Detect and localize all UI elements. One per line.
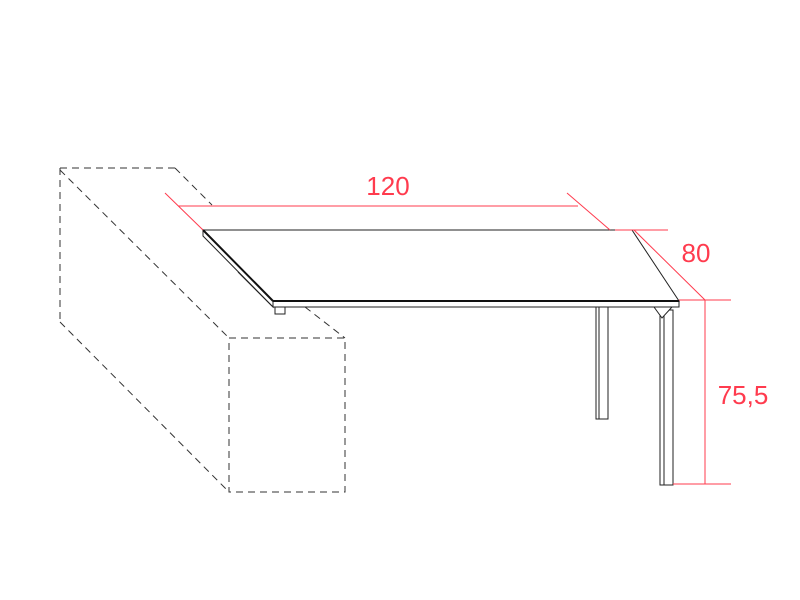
front-leg bbox=[659, 309, 674, 486]
width-label: 120 bbox=[366, 171, 409, 201]
width-dimension: 120 bbox=[164, 171, 611, 231]
back-leg bbox=[595, 306, 609, 420]
fixing-bracket bbox=[274, 306, 286, 315]
height-dimension: 75,5 bbox=[673, 299, 769, 485]
depth-label: 80 bbox=[682, 238, 711, 268]
depth-dimension: 80 bbox=[615, 229, 711, 301]
desktop-top bbox=[201, 228, 680, 315]
dashed-pedestal-outline bbox=[59, 167, 346, 493]
desk-legs bbox=[595, 306, 674, 486]
height-label: 75,5 bbox=[718, 380, 769, 410]
